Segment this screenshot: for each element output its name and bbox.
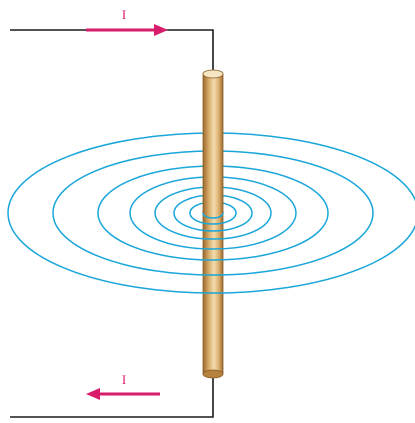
current-label-top: I (122, 7, 126, 22)
field-line-front-2 (189, 212, 237, 225)
field-line-front-4 (154, 212, 272, 240)
top-wire (10, 29, 214, 74)
rod-top-cap (202, 69, 224, 79)
bottom-wire (10, 374, 214, 418)
field-line-front-8 (7, 212, 415, 294)
current-arrow-bottom (86, 388, 160, 400)
current-label-bottom: I (122, 372, 126, 387)
field-line-front-6 (97, 212, 329, 261)
current-arrow-top (86, 24, 168, 36)
field-line-front-7 (52, 212, 374, 276)
field-line-front-5 (129, 212, 297, 250)
field-line-front-1 (202, 212, 224, 219)
field-lines-front (7, 212, 415, 294)
field-line-front-3 (173, 212, 253, 232)
